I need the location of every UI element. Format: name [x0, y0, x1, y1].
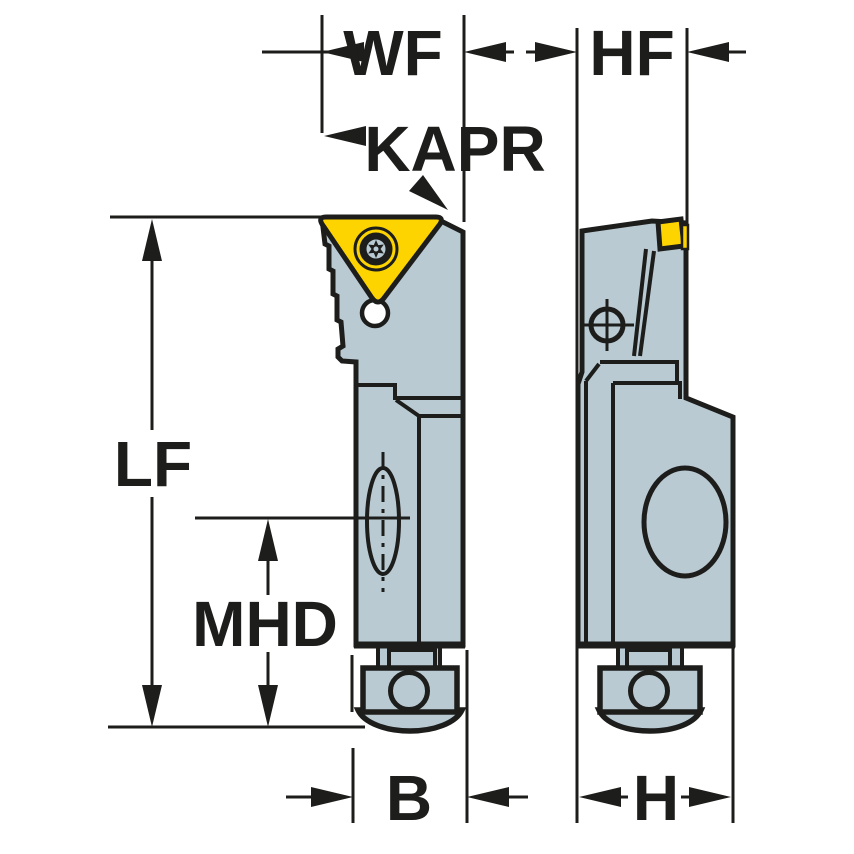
h-arrow-left-icon	[579, 787, 621, 807]
dim-label-h: H	[633, 762, 679, 834]
side-internal-lines	[584, 248, 682, 642]
front-clamp-block	[360, 665, 460, 715]
dimension-b: B	[286, 762, 528, 834]
side-clamp-arc	[594, 707, 706, 734]
front-clamp	[350, 641, 467, 734]
lf-arrow-down-icon	[142, 685, 162, 727]
dim-label-b: B	[386, 762, 432, 834]
dim-label-mhd: MHD	[192, 588, 338, 660]
kapr-arrow-tip-icon	[409, 175, 448, 210]
side-body-outline	[575, 218, 736, 648]
side-insert	[655, 216, 687, 252]
side-crosshair-hole	[580, 299, 634, 351]
side-insert-edge-sliver	[680, 223, 690, 251]
side-clamp-screw-hole	[628, 670, 670, 712]
h-arrow-right-icon	[689, 787, 731, 807]
front-clamp-screw-hole	[388, 670, 430, 712]
side-oval-hole	[641, 465, 729, 579]
dim-label-wf: WF	[343, 17, 443, 89]
mhd-arrow-up-icon	[258, 519, 278, 561]
dim-label-kapr: KAPR	[364, 113, 545, 185]
dimension-wf: WF	[262, 17, 514, 89]
dim-label-hf: HF	[589, 17, 674, 89]
dimension-kapr: KAPR	[324, 113, 546, 210]
b-arrow-right-icon	[311, 787, 353, 807]
torx-center-dot	[373, 246, 379, 252]
side-clamp-block	[597, 665, 703, 715]
hf-arrow-left-icon	[687, 42, 729, 62]
wf-arrow-left-icon	[464, 42, 506, 62]
front-view	[195, 214, 467, 734]
wf-arrow-right-icon	[322, 42, 364, 62]
side-view	[575, 216, 736, 734]
front-clamp-arc	[353, 707, 467, 734]
front-relief-hole	[359, 297, 391, 329]
dimension-lf: LF	[114, 219, 192, 727]
dimension-hf: HF	[526, 17, 746, 89]
front-internal-lines	[356, 383, 463, 645]
side-clamp	[576, 641, 735, 734]
lf-arrow-up-icon	[142, 219, 162, 261]
dimensions: WF HF KAPR LF	[114, 17, 746, 834]
hf-arrow-right-icon	[535, 42, 577, 62]
torx-screw-icon	[353, 226, 399, 272]
mhd-arrow-down-icon	[258, 685, 278, 727]
kapr-arrow-left-icon	[324, 126, 366, 146]
dimension-h: H	[579, 762, 731, 834]
dimension-mhd: MHD	[192, 519, 338, 727]
b-arrow-left-icon	[467, 787, 509, 807]
dim-label-lf: LF	[114, 428, 192, 500]
